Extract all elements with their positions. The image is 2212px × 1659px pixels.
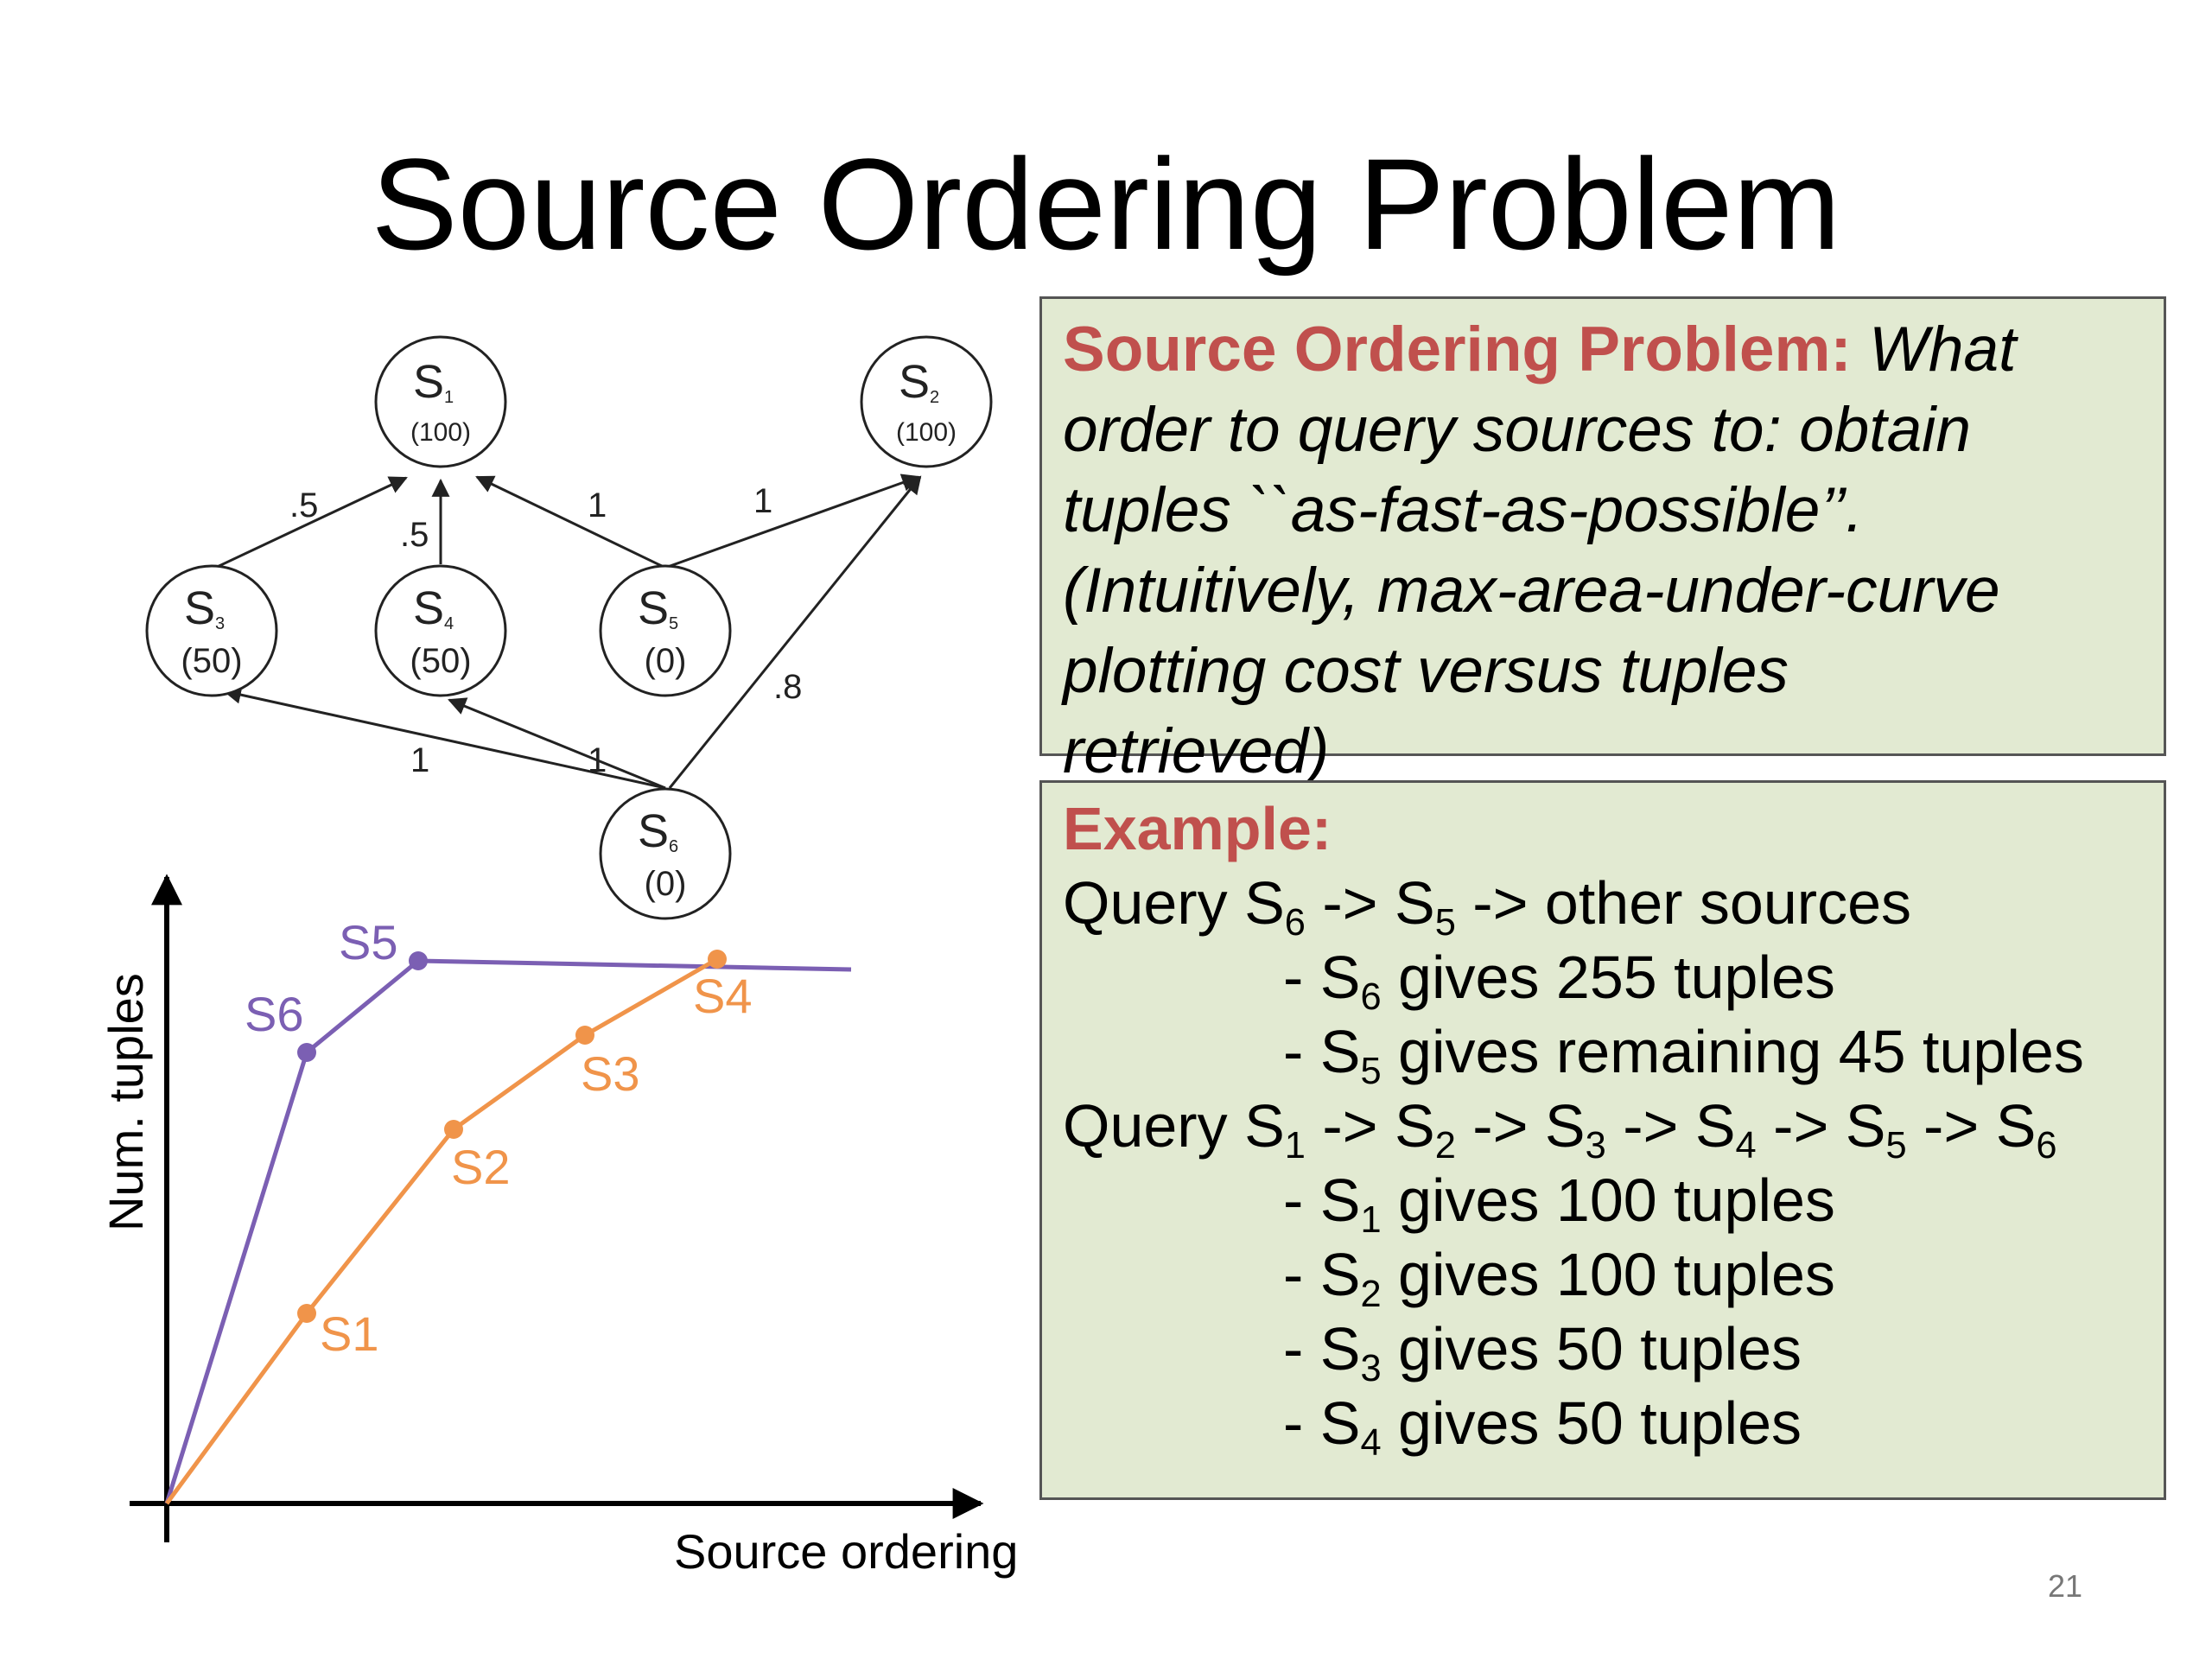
svg-text:(0): (0): [645, 865, 687, 903]
svg-text:S4: S4: [413, 582, 454, 634]
query-2-item: - S4 gives 50 tuples: [1283, 1389, 1802, 1465]
problem-line-6: retrieved): [1063, 716, 1330, 786]
node-s6: S6 (0): [599, 787, 732, 920]
svg-text:S5: S5: [638, 582, 678, 634]
edge-s6-s4: [448, 697, 666, 790]
orange-point-s2: [444, 1120, 463, 1139]
orange-point-s3: [575, 1026, 594, 1045]
slide-title: Source Ordering Problem: [371, 131, 1841, 276]
edge-label-s5-s1: 1: [588, 486, 607, 524]
edge-s5-s1: [475, 475, 666, 569]
problem-definition-box: Source Ordering Problem: What order to q…: [1039, 296, 2166, 786]
node-s2: S2 (100): [860, 335, 993, 468]
problem-line-2: order to query sources to: obtain: [1063, 395, 1971, 465]
edge-label-s3-s1: .5: [289, 486, 318, 524]
label-orange-s3: S3: [581, 1046, 640, 1101]
purple-point-s6: [297, 1043, 316, 1062]
query-2: Query S1 -> S2 -> S3 -> S4 -> S5 -> S6: [1063, 1092, 2057, 1167]
svg-text:S6: S6: [638, 805, 678, 857]
svg-text:S2: S2: [899, 356, 939, 408]
orange-point-s1: [297, 1304, 316, 1323]
edge-label-s6-s2: .8: [773, 668, 802, 706]
edge-label-s4-s1: .5: [400, 516, 429, 554]
query-1-item: - S5 gives remaining 45 tuples: [1283, 1018, 2084, 1093]
node-s1: S1 (100): [374, 335, 507, 468]
svg-text:(100): (100): [896, 418, 957, 447]
edge-label-s5-s2: 1: [753, 482, 772, 520]
y-axis-label: Num. tuples: [99, 973, 153, 1231]
problem-line-5: plotting cost versus tuples: [1063, 636, 1789, 706]
svg-text:S3: S3: [184, 582, 225, 634]
problem-line-4: (Intuitively, max-area-under-curve: [1063, 556, 2000, 626]
query-2-item: - S3 gives 50 tuples: [1283, 1315, 1802, 1390]
edge-s6-s3: [222, 685, 666, 790]
svg-text:(100): (100): [410, 418, 471, 447]
query-2-item: - S2 gives 100 tuples: [1283, 1241, 1835, 1316]
svg-text:S1: S1: [413, 356, 454, 408]
node-s4: S4 (50): [374, 564, 507, 697]
edge-s3-s1: [211, 476, 408, 571]
example-box: Example: Query S6 -> S5 -> other sources…: [1039, 780, 2166, 1500]
node-s3: S3 (50): [145, 564, 278, 697]
label-orange-s4: S4: [693, 969, 753, 1023]
edge-s6-s2: [668, 475, 922, 789]
graph-edges: [211, 474, 922, 790]
edge-label-s6-s4: 1: [588, 741, 607, 779]
query-1-item: - S6 gives 255 tuples: [1283, 944, 1835, 1019]
label-purple-s5: S5: [339, 915, 398, 969]
svg-text:(50): (50): [181, 642, 242, 680]
example-header: Example:: [1063, 795, 1332, 862]
query-2-item: - S1 gives 100 tuples: [1283, 1166, 1835, 1242]
page-number: 21: [2048, 1568, 2083, 1604]
label-purple-s6: S6: [245, 987, 304, 1041]
query-1: Query S6 -> S5 -> other sources: [1063, 869, 1912, 944]
problem-line-3: tuples ``as-fast-as-possible’’.: [1063, 475, 1864, 545]
node-s5: S5 (0): [599, 564, 732, 697]
purple-point-s5: [409, 951, 428, 970]
orange-point-s4: [708, 950, 727, 969]
purple-curve: [164, 958, 852, 1504]
x-axis-label: Source ordering: [674, 1524, 1018, 1579]
edge-s5-s2: [664, 474, 920, 569]
label-orange-s2: S2: [451, 1140, 511, 1194]
label-orange-s1: S1: [320, 1306, 379, 1361]
problem-header: Source Ordering Problem:: [1063, 315, 1852, 385]
svg-text:(0): (0): [645, 642, 687, 680]
problem-line-1: What: [1851, 315, 2017, 385]
edge-label-s6-s3: 1: [410, 741, 429, 779]
svg-text:(50): (50): [410, 642, 471, 680]
